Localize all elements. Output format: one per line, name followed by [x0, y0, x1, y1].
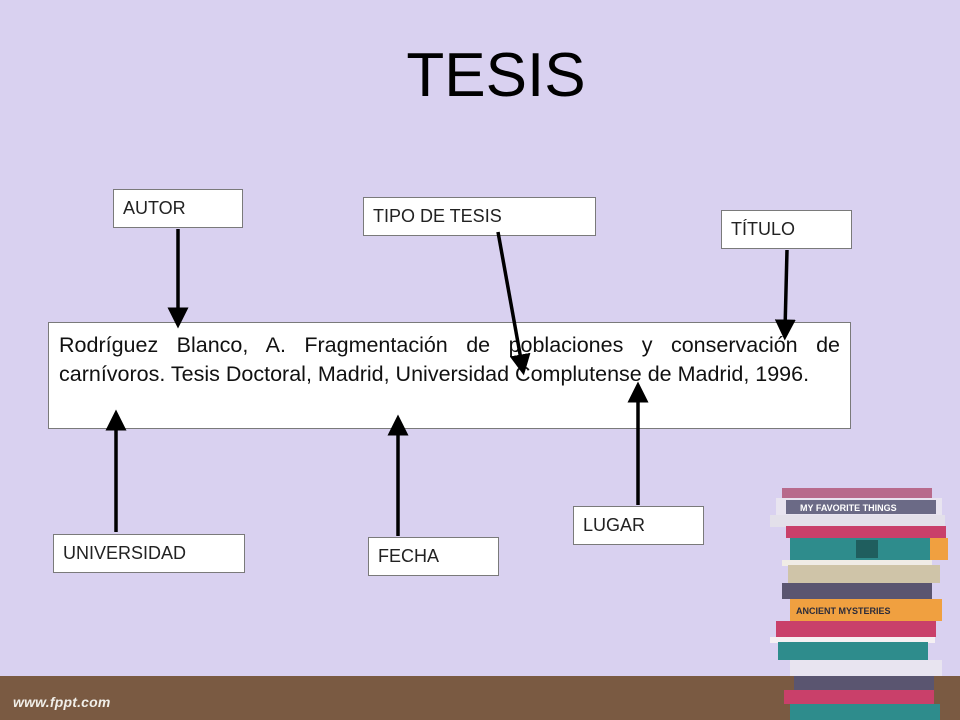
label-fecha: FECHA	[368, 537, 499, 576]
slide-title: TESIS	[406, 41, 586, 110]
fppt-logo: www.fppt.com	[13, 694, 111, 710]
label-titulo: TÍTULO	[721, 210, 852, 249]
label-lugar: LUGAR	[573, 506, 704, 545]
label-universidad: UNIVERSIDAD	[53, 534, 245, 573]
label-tipo-de-tesis: TIPO DE TESIS	[363, 197, 596, 236]
book-spine-ancient-mysteries: ANCIENT MYSTERIES	[796, 606, 891, 616]
citation-text: Rodríguez Blanco, A. Fragmentación de po…	[48, 322, 851, 429]
label-autor: AUTOR	[113, 189, 243, 228]
book-spine-my-favorite-things: MY FAVORITE THINGS	[800, 503, 897, 513]
